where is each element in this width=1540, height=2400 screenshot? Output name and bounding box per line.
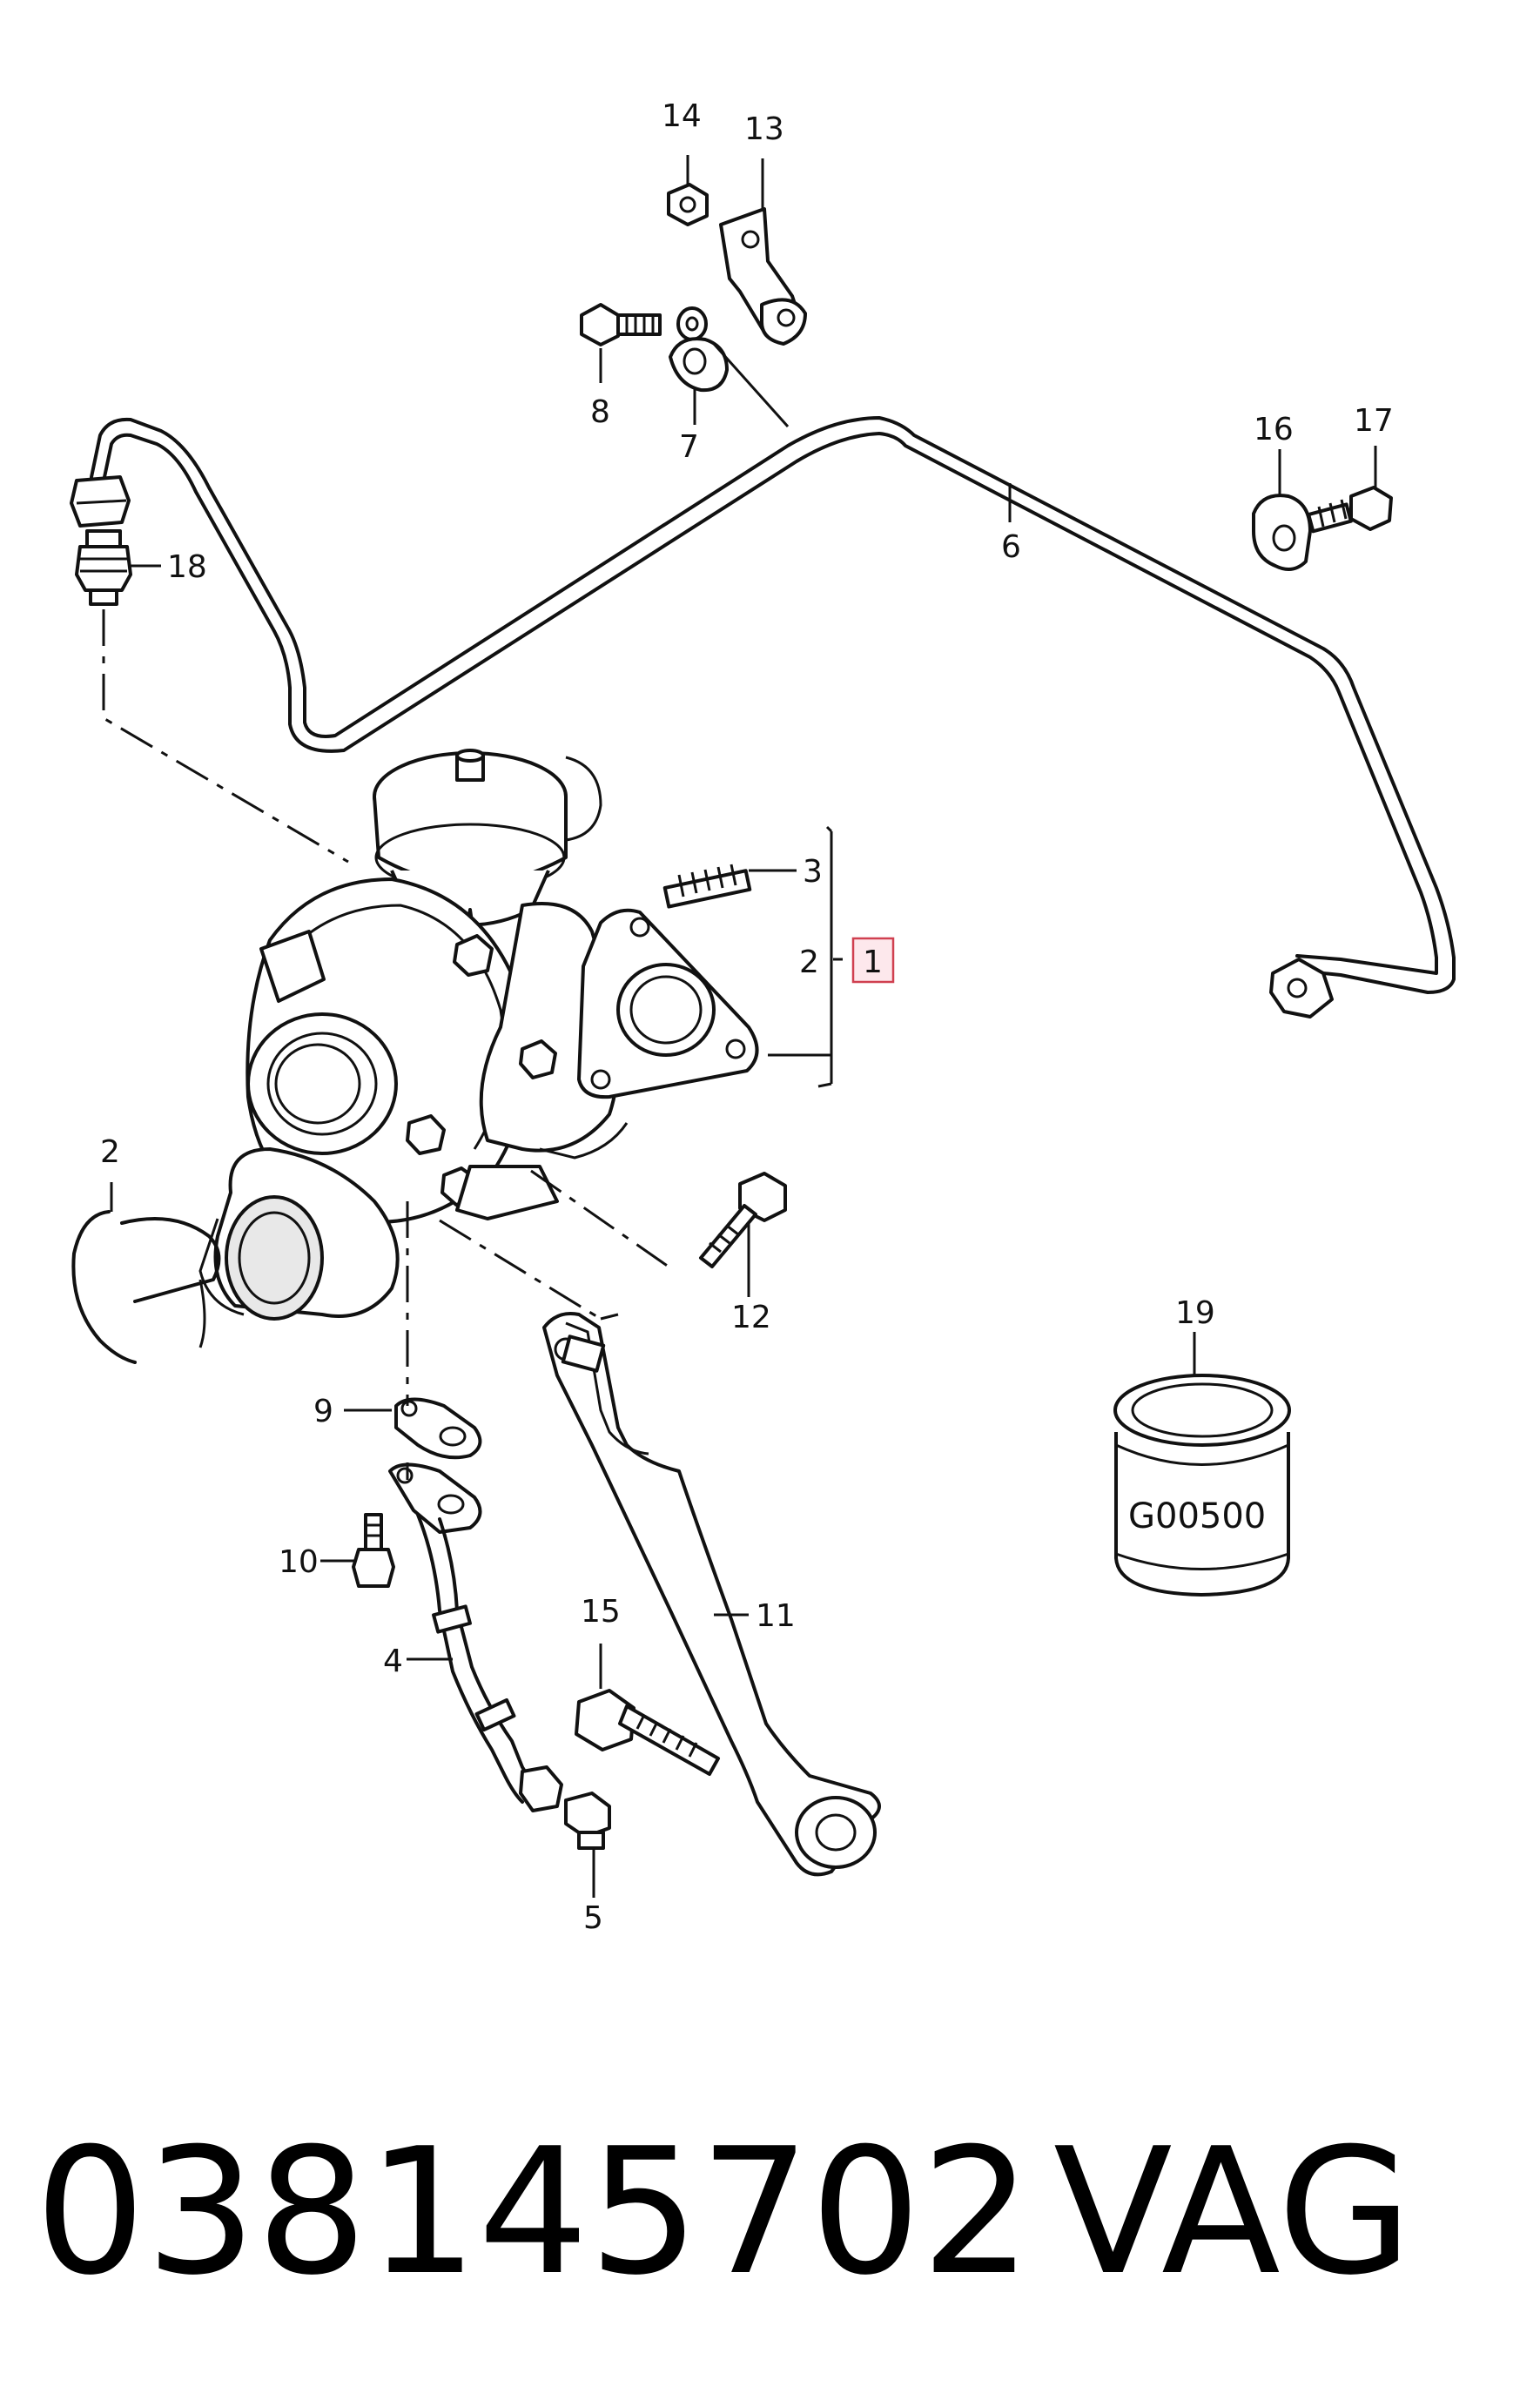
bolt-12 (699, 1172, 787, 1268)
callout-1: 1 (863, 945, 883, 980)
callout-1-highlight (851, 937, 895, 984)
callout-labels: 14 13 8 7 6 16 17 18 3 2 1 2 12 19 9 10 … (100, 98, 1394, 1936)
clamp-7 (669, 337, 729, 393)
callout-5: 5 (583, 1900, 603, 1936)
callout-2-left: 2 (100, 1134, 120, 1170)
callout-17: 17 (1354, 403, 1394, 439)
part-number: 038145702 (35, 2111, 1032, 2314)
callout-13: 13 (744, 111, 784, 147)
oil-return-assembly (352, 1397, 611, 1850)
bolt-10 (352, 1548, 395, 1588)
callout-16: 16 (1254, 412, 1294, 447)
callout-10: 10 (279, 1544, 319, 1580)
callout-19: 19 (1175, 1295, 1215, 1331)
gasket-9 (394, 1397, 482, 1460)
union-5 (564, 1792, 611, 1839)
callout-7: 7 (679, 429, 699, 465)
callout-11: 11 (756, 1598, 796, 1634)
gasket-left (71, 1210, 221, 1364)
callout-18: 18 (167, 549, 207, 585)
reference-lines (102, 609, 676, 1480)
brand-name: VAG (1053, 2111, 1412, 2314)
pipe-bracket-assembly (580, 183, 807, 428)
oil-feed-pipe (70, 416, 1456, 1018)
pipe-union-nut-right (1269, 958, 1334, 1018)
turbocharger (198, 749, 759, 1321)
callout-14: 14 (662, 98, 702, 134)
callout-2-right: 2 (799, 945, 819, 980)
callout-6: 6 (1001, 529, 1021, 565)
caption: 038145702 VAG (35, 2111, 1412, 2314)
pipe-clamp-right (1252, 486, 1393, 571)
nut-14 (667, 183, 709, 226)
callout-9: 9 (313, 1394, 333, 1429)
callout-4: 4 (383, 1644, 403, 1679)
bolt-8 (580, 303, 620, 346)
leader-lines (110, 155, 1377, 1898)
bolt-17 (1349, 486, 1393, 531)
callout-8: 8 (590, 394, 610, 430)
callout-12: 12 (731, 1300, 771, 1335)
can-label: G00500 (1128, 1496, 1266, 1536)
clamp-16 (1252, 494, 1312, 571)
bolt-15 (575, 1689, 720, 1776)
callout-15: 15 (581, 1594, 621, 1630)
banjo-bolt (75, 529, 132, 606)
callout-3: 3 (803, 854, 823, 890)
support-bracket (542, 1312, 881, 1877)
oil-can: G00500 (1113, 1374, 1291, 1597)
